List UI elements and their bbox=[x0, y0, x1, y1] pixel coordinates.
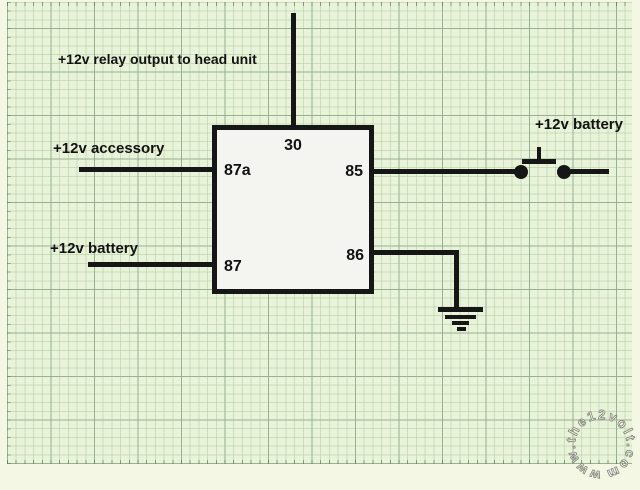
watermark-the12volt: www.the12volt.com bbox=[562, 406, 639, 484]
wire-switch-to-battery bbox=[568, 169, 609, 174]
wire-pin86-horizontal bbox=[374, 250, 459, 255]
pin-label-85: 85 bbox=[345, 163, 363, 180]
wire-pin85-to-switch bbox=[374, 169, 517, 174]
wire-pin87-battery bbox=[88, 262, 212, 267]
switch-actuator-stem bbox=[537, 147, 541, 159]
pin-label-87: 87 bbox=[224, 258, 242, 275]
paper-edge-ticks-bottom bbox=[7, 460, 632, 464]
switch-actuator-bar bbox=[522, 159, 556, 164]
svg-text:www.the12volt.com: www.the12volt.com bbox=[563, 407, 639, 484]
ground-bar-1 bbox=[438, 307, 483, 312]
label-accessory: +12v accessory bbox=[53, 140, 165, 157]
pin-label-86: 86 bbox=[346, 247, 364, 264]
ground-bar-3 bbox=[452, 321, 469, 325]
paper-edge-ticks-top bbox=[7, 2, 632, 6]
switch-contact-right bbox=[557, 165, 571, 179]
wire-pin30-head-unit bbox=[291, 13, 296, 125]
ground-bar-2 bbox=[445, 315, 476, 319]
switch-contact-left bbox=[514, 165, 528, 179]
paper-edge-ticks-left bbox=[7, 2, 11, 464]
label-battery-left: +12v battery bbox=[50, 240, 138, 257]
relay-box: 30 87a 85 87 86 bbox=[212, 125, 374, 294]
pin-label-30: 30 bbox=[284, 137, 302, 154]
label-battery-right: +12v battery bbox=[535, 116, 623, 133]
wire-pin86-to-ground bbox=[454, 250, 459, 308]
wiring-diagram-canvas: 30 87a 85 87 86 +12v relay output to hea… bbox=[7, 2, 639, 484]
ground-bar-4 bbox=[457, 327, 466, 331]
wire-pin87a-accessory bbox=[79, 167, 212, 172]
pin-label-87a: 87a bbox=[224, 162, 251, 179]
watermark-text: www.the12volt.com bbox=[562, 406, 638, 484]
label-relay-output-head-unit: +12v relay output to head unit bbox=[58, 51, 257, 67]
